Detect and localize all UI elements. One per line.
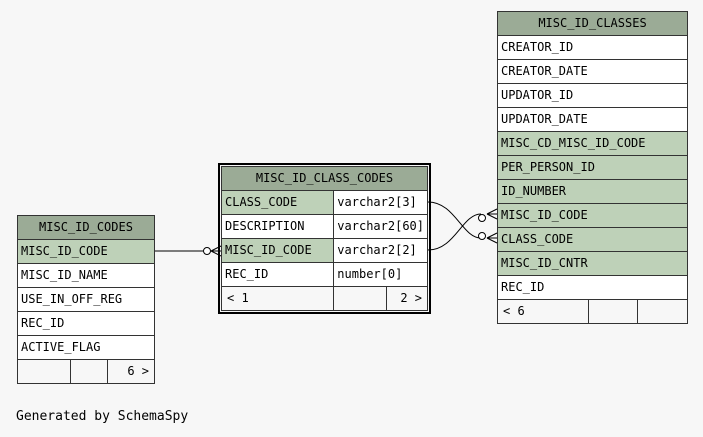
column-updator-date[interactable]: UPDATOR_DATE [497, 107, 688, 132]
table-misc-id-codes[interactable]: MISC_ID_CODES MISC_ID_CODE MISC_ID_NAME … [17, 215, 155, 384]
column-id-number[interactable]: ID_NUMBER [497, 179, 688, 204]
column-class-code[interactable]: CLASS_CODE [497, 227, 688, 252]
column-misc-id-code[interactable]: MISC_ID_CODE [220, 238, 335, 263]
table-title[interactable]: MISC_ID_CLASS_CODES [221, 166, 428, 191]
column-misc-id-name[interactable]: MISC_ID_NAME [17, 263, 155, 288]
crows-foot-icon [486, 208, 498, 220]
column-rec-id[interactable]: REC_ID [220, 262, 335, 287]
relationship-line [427, 213, 482, 251]
column-updator-id[interactable]: UPDATOR_ID [497, 83, 688, 108]
parents-cell [17, 359, 71, 384]
generated-by-label: Generated by SchemaSpy [16, 409, 189, 424]
column-use-in-off-reg[interactable]: USE_IN_OFF_REG [17, 287, 155, 312]
column-class-code[interactable]: CLASS_CODE [220, 190, 335, 215]
rows-cell [588, 299, 638, 324]
optional-circle-icon [478, 214, 486, 222]
column-creator-id[interactable]: CREATOR_ID [497, 35, 688, 60]
table-misc-id-class-codes[interactable]: MISC_ID_CLASS_CODES CLASS_CODE varchar2[… [218, 163, 431, 314]
children-cell [637, 299, 688, 324]
column-misc-id-code[interactable]: MISC_ID_CODE [17, 239, 155, 264]
optional-circle-icon [478, 232, 486, 240]
column-active-flag[interactable]: ACTIVE_FLAG [17, 335, 155, 360]
children-link[interactable]: 6 > [107, 359, 155, 384]
parents-link[interactable]: < 6 [497, 299, 589, 324]
table-title[interactable]: MISC_ID_CLASSES [497, 11, 688, 36]
table-misc-id-classes[interactable]: MISC_ID_CLASSES CREATOR_ID CREATOR_DATE … [497, 11, 688, 324]
table-title[interactable]: MISC_ID_CODES [17, 215, 155, 240]
column-type: varchar2[3] [333, 190, 428, 215]
column-misc-id-code[interactable]: MISC_ID_CODE [497, 203, 688, 228]
column-type: varchar2[2] [333, 238, 428, 263]
column-misc-id-cntr[interactable]: MISC_ID_CNTR [497, 251, 688, 276]
parents-link[interactable]: < 1 [220, 286, 335, 311]
column-description[interactable]: DESCRIPTION [220, 214, 335, 239]
column-rec-id[interactable]: REC_ID [497, 275, 688, 300]
column-type: number[0] [333, 262, 428, 287]
rows-cell [333, 286, 388, 311]
column-creator-date[interactable]: CREATOR_DATE [497, 59, 688, 84]
children-link[interactable]: 2 > [386, 286, 428, 311]
column-per-person-id[interactable]: PER_PERSON_ID [497, 155, 688, 180]
column-rec-id[interactable]: REC_ID [17, 311, 155, 336]
column-type: varchar2[60] [333, 214, 428, 239]
column-misc-cd-misc-id-code[interactable]: MISC_CD_MISC_ID_CODE [497, 131, 688, 156]
optional-circle-icon [203, 247, 211, 255]
relationship-line [427, 201, 482, 239]
crows-foot-icon [486, 232, 498, 244]
crows-foot-icon [210, 245, 222, 257]
rows-cell [70, 359, 108, 384]
